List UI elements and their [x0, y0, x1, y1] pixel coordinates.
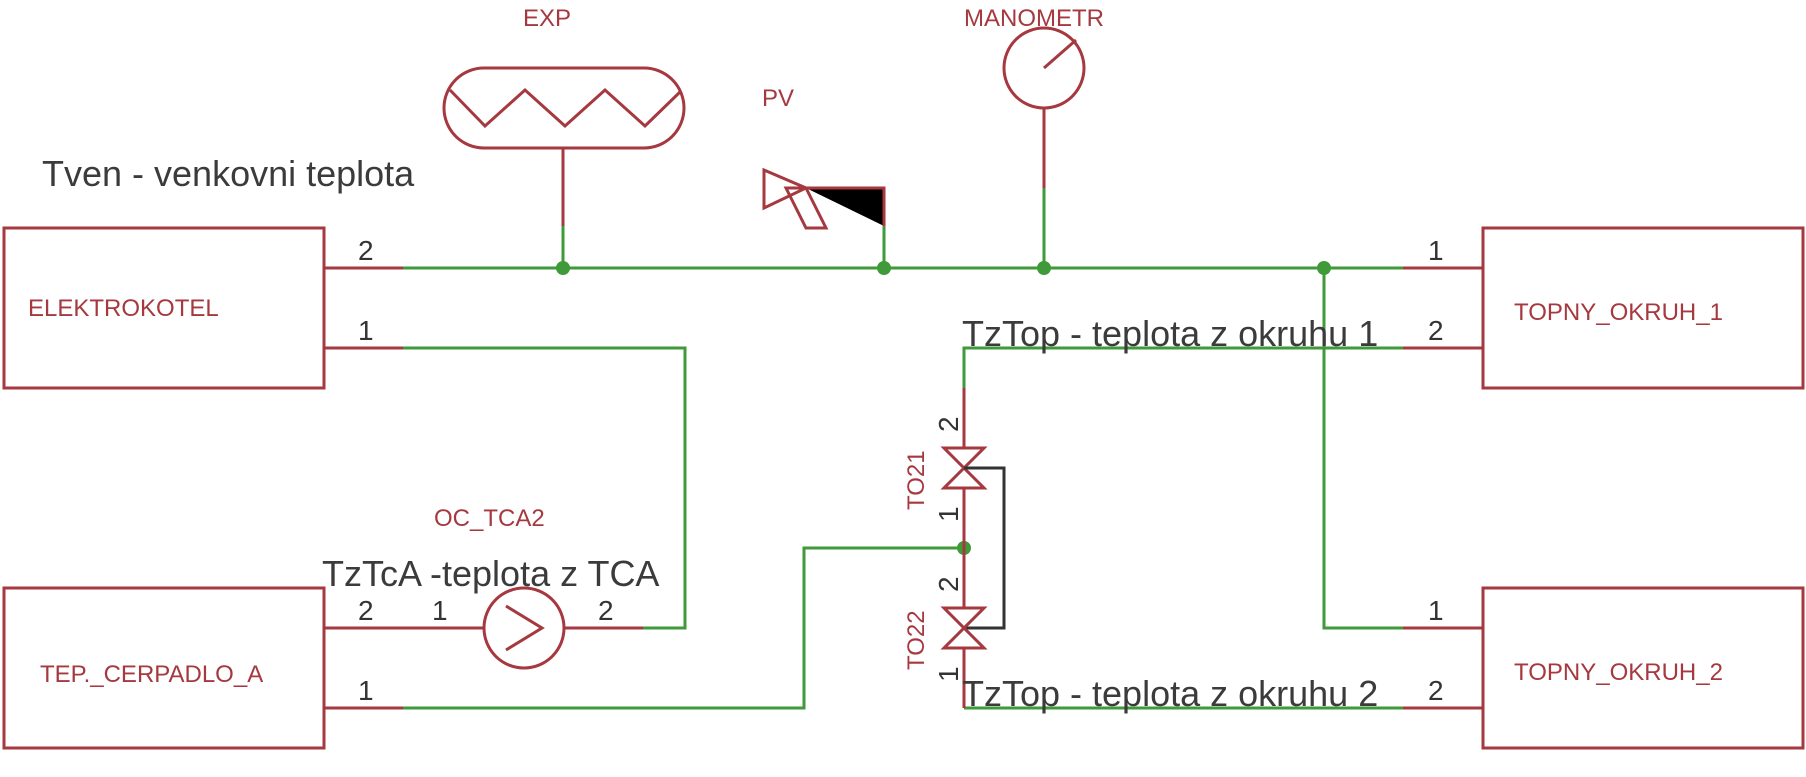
topny-okruh-1-block[interactable]: TOPNY_OKRUH_1 1 2 — [1403, 226, 1805, 390]
valve-to21[interactable]: 2 1 TO21 — [903, 388, 1006, 630]
circulation-pump[interactable]: 1 2 OC_TCA2 — [403, 505, 643, 670]
pin-number: 1 — [358, 675, 374, 706]
pin-number: 1 — [1428, 595, 1444, 626]
note-tztca: TzTcA -teplota z TCA — [322, 553, 659, 594]
note-tztop-2: TzTop - teplota z okruhu 2 — [962, 673, 1378, 714]
pump-label: OC_TCA2 — [434, 505, 545, 532]
elektrokotel-label: ELEKTROKOTEL — [28, 295, 219, 322]
pin-number: 2 — [358, 235, 374, 266]
junction-dot — [556, 261, 570, 275]
wires — [403, 188, 1403, 710]
circuit1-return-wire — [962, 346, 1403, 388]
safety-valve[interactable]: PV — [762, 85, 886, 230]
pin-number: 1 — [1428, 235, 1444, 266]
junction-dot — [1037, 261, 1051, 275]
pin-number: 1 — [933, 506, 964, 522]
expansion-vessel-label: EXP — [523, 5, 571, 32]
manometer-label: MANOMETR — [964, 5, 1104, 32]
elektrokotel-block[interactable]: ELEKTROKOTEL 2 1 — [2, 226, 403, 390]
tep-cerpadlo-label: TEP._CERPADLO_A — [40, 661, 263, 688]
safety-valve-label: PV — [762, 85, 794, 112]
pump-arrow-icon — [505, 604, 545, 652]
junctions — [556, 261, 1331, 555]
note-tven: Tven - venkovni teplota — [42, 153, 415, 194]
manometer-needle — [1043, 38, 1077, 70]
annotations: Tven - venkovni teplota TzTop - teplota … — [42, 153, 1378, 714]
topny-okruh-2-label: TOPNY_OKRUH_2 — [1514, 659, 1723, 686]
junction-dot — [877, 261, 891, 275]
pin-number: 2 — [933, 416, 964, 432]
supply-to-circuit2-wire — [1322, 268, 1403, 630]
pin-number: 2 — [598, 595, 614, 626]
manometer[interactable]: MANOMETR — [964, 5, 1104, 188]
valve-to21-label: TO21 — [903, 450, 930, 510]
tep-cerpadlo-block[interactable]: TEP._CERPADLO_A 2 1 — [2, 586, 403, 750]
topny-okruh-1-label: TOPNY_OKRUH_1 — [1514, 299, 1723, 326]
pump-return-wire — [403, 546, 964, 710]
note-tztop-1: TzTop - teplota z okruhu 1 — [962, 313, 1378, 354]
pin-number: 1 — [933, 666, 964, 682]
pin-number: 2 — [933, 576, 964, 592]
expansion-vessel[interactable]: EXP — [442, 5, 686, 226]
valve-to22-label: TO22 — [903, 610, 930, 670]
junction-dot — [1317, 261, 1331, 275]
pin-number: 1 — [358, 315, 374, 346]
pin-number: 2 — [1428, 315, 1444, 346]
return-wire-boiler — [403, 346, 687, 630]
pin-number: 2 — [1428, 675, 1444, 706]
pin-number: 2 — [358, 595, 374, 626]
valve-to22[interactable]: 2 1 TO22 — [903, 548, 988, 708]
pin-number: 1 — [432, 595, 448, 626]
topny-okruh-2-block[interactable]: TOPNY_OKRUH_2 1 2 — [1403, 586, 1805, 750]
